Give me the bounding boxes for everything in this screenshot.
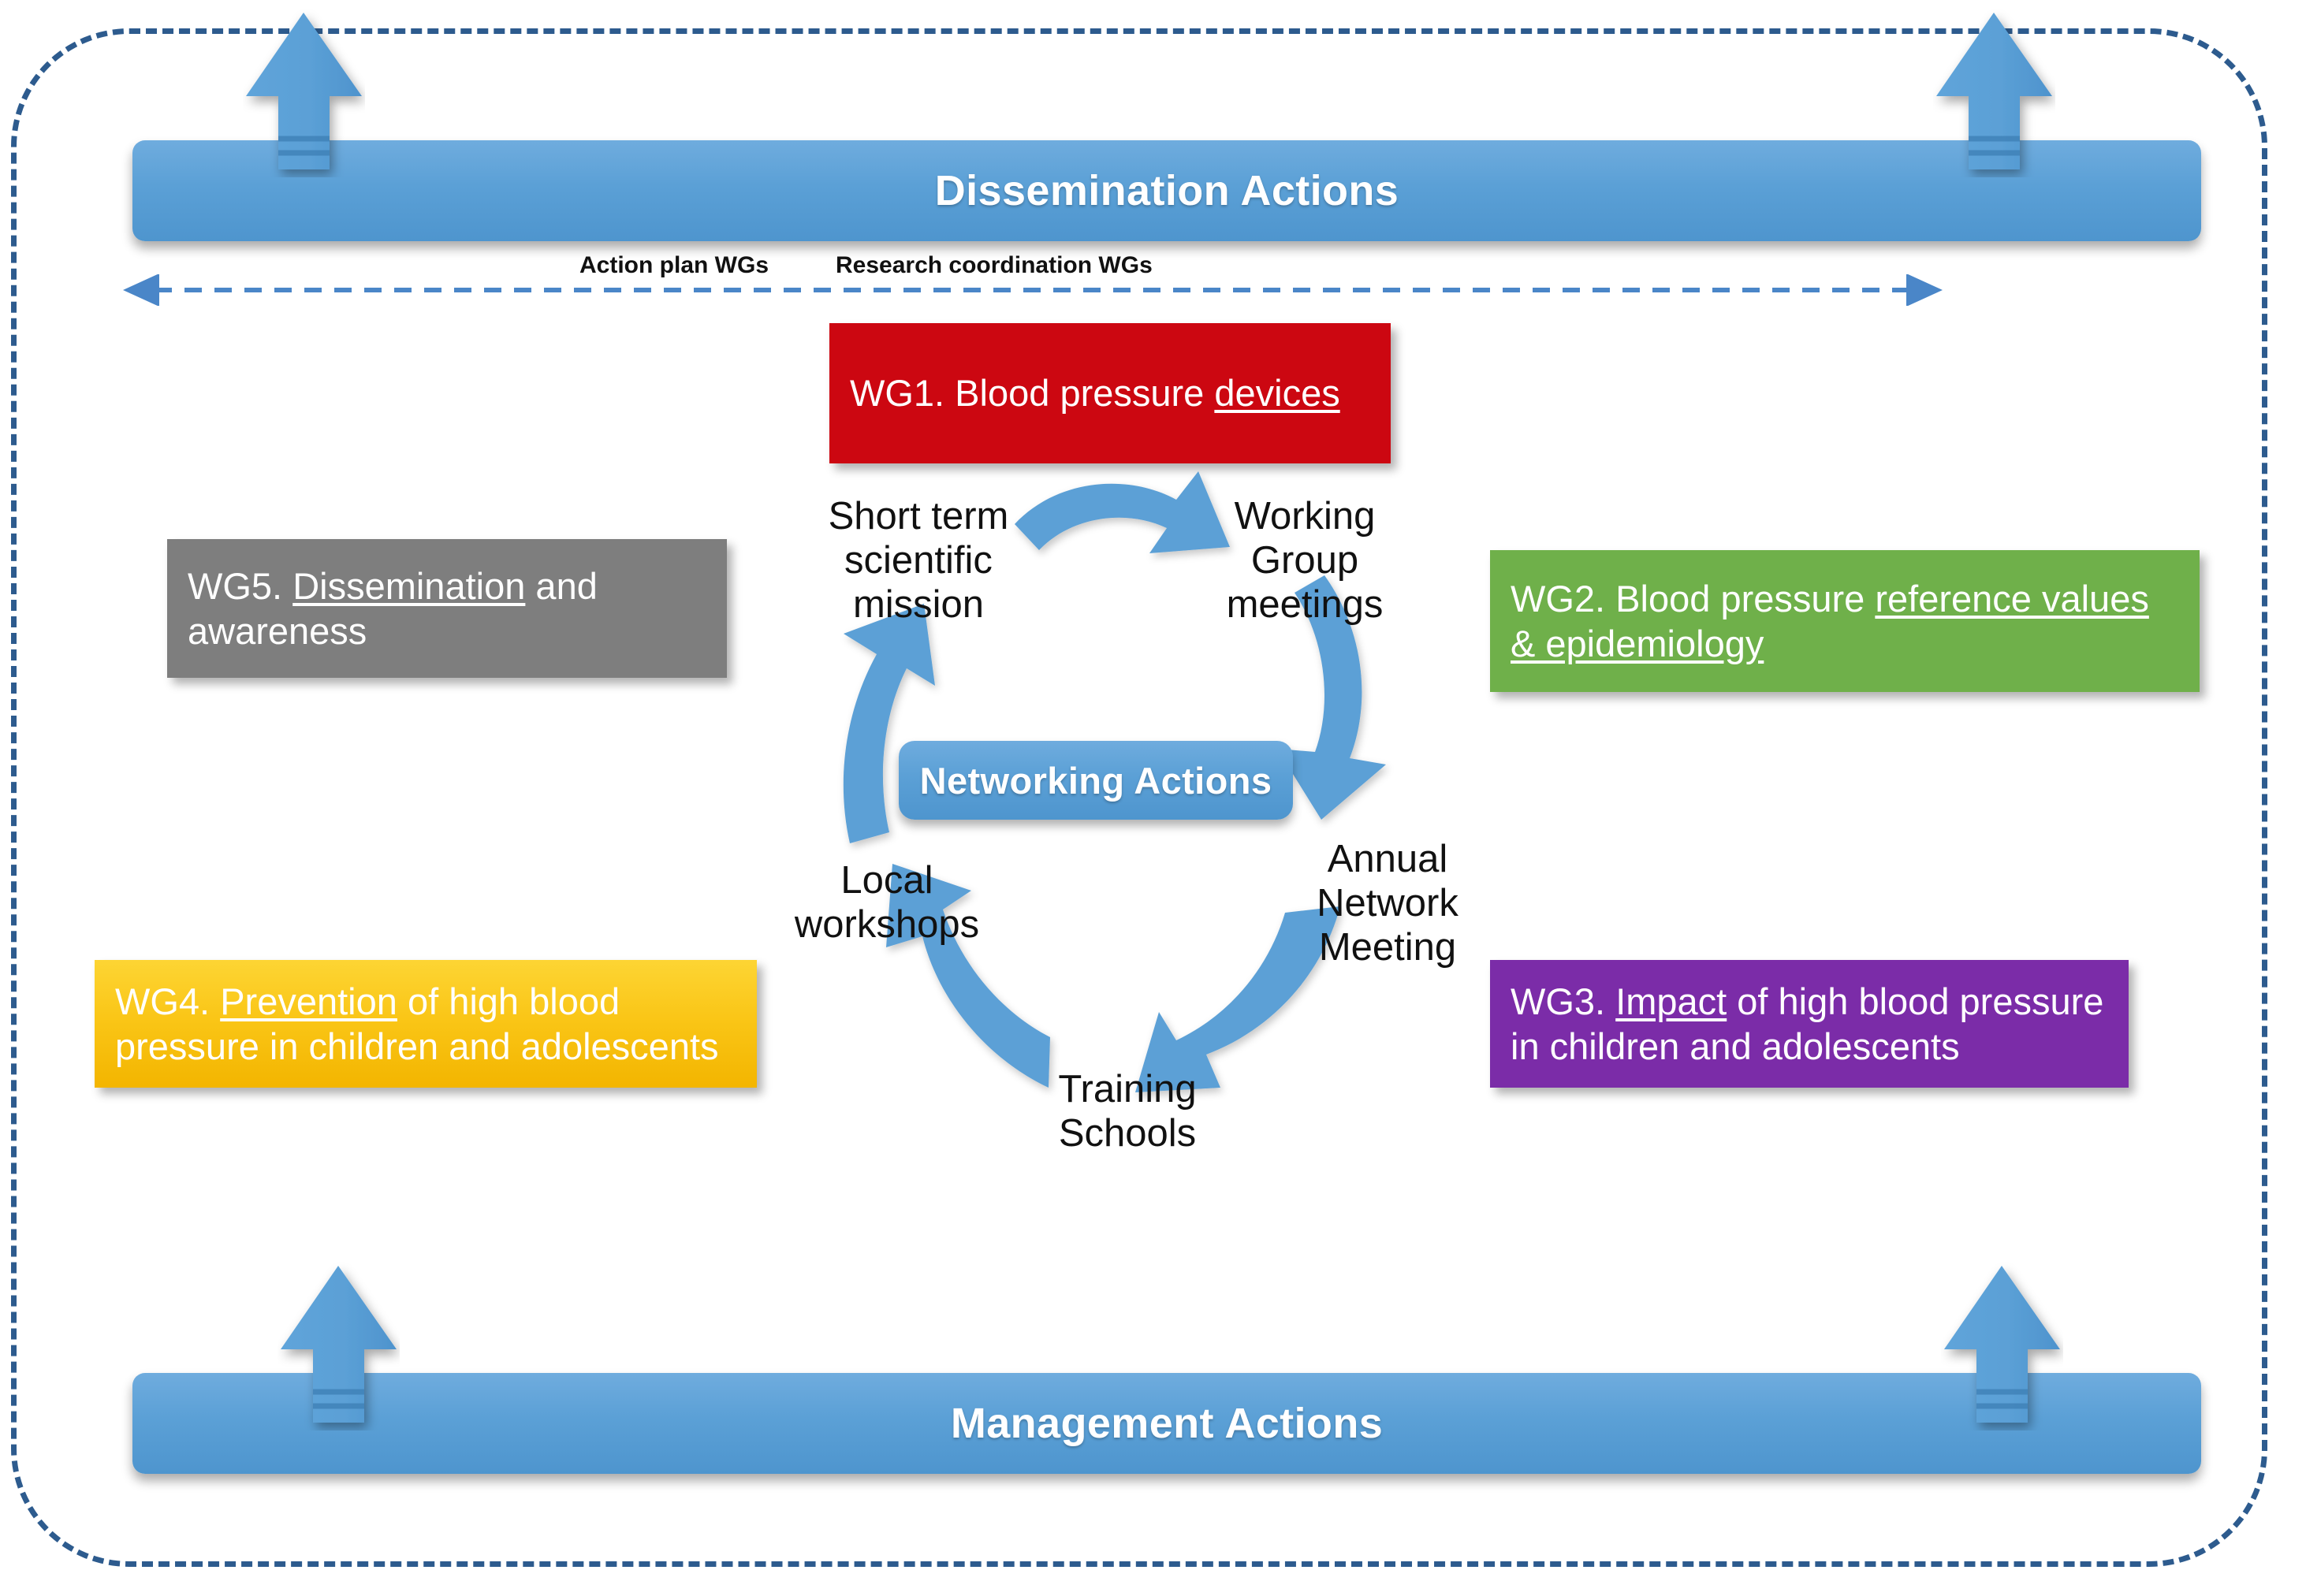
up-arrow-icon-bottom-left xyxy=(278,1261,400,1430)
wg1-blood-pressure-devices-box[interactable]: WG1. Blood pressure devices xyxy=(829,323,1391,463)
wg-axis-double-arrow xyxy=(118,273,1947,307)
up-arrow-icon-bottom-right xyxy=(1941,1261,2063,1430)
action-plan-wgs-label: Action plan WGs xyxy=(579,252,769,278)
up-arrow-icon-top-left xyxy=(243,8,365,177)
dissemination-actions-label: Dissemination Actions xyxy=(934,167,1399,214)
cycle-step-working-group-meetings: Working Group meetings xyxy=(1226,495,1384,626)
wg3-label: WG3. Impact of high blood pressure in ch… xyxy=(1511,980,2104,1067)
wg5-label: WG5. Dissemination and awareness xyxy=(188,564,598,652)
research-coordination-wgs-label: Research coordination WGs xyxy=(836,252,1153,278)
cycle-step-short-term-scientific-mission: Short term scientific mission xyxy=(828,495,1009,626)
management-actions-banner[interactable]: Management Actions xyxy=(132,1373,2201,1474)
wg1-label: WG1. Blood pressure devices xyxy=(850,372,1340,415)
wg2-reference-values-epidemiology-box[interactable]: WG2. Blood pressure reference values & e… xyxy=(1490,550,2200,692)
wg4-label: WG4. Prevention of high blood pressure i… xyxy=(115,980,719,1067)
wg5-dissemination-awareness-box[interactable]: WG5. Dissemination and awareness xyxy=(167,539,727,678)
cycle-step-annual-network-meeting: Annual Network Meeting xyxy=(1317,838,1458,969)
wg3-impact-box[interactable]: WG3. Impact of high blood pressure in ch… xyxy=(1490,960,2129,1088)
networking-actions-button[interactable]: Networking Actions xyxy=(899,741,1293,820)
up-arrow-icon-top-right xyxy=(1933,8,2055,177)
management-actions-label: Management Actions xyxy=(950,1400,1384,1447)
wg-axis-labels: Action plan WGs Research coordination WG… xyxy=(0,252,2306,284)
outer-dashed-frame xyxy=(11,28,2267,1567)
wg4-prevention-box[interactable]: WG4. Prevention of high blood pressure i… xyxy=(95,960,757,1088)
dissemination-actions-banner[interactable]: Dissemination Actions xyxy=(132,140,2201,241)
cycle-step-training-schools: Training Schools xyxy=(1058,1068,1197,1155)
wg2-label: WG2. Blood pressure reference values & e… xyxy=(1511,577,2149,664)
networking-actions-label: Networking Actions xyxy=(919,759,1272,802)
cycle-step-local-workshops: Local workshops xyxy=(794,859,980,946)
